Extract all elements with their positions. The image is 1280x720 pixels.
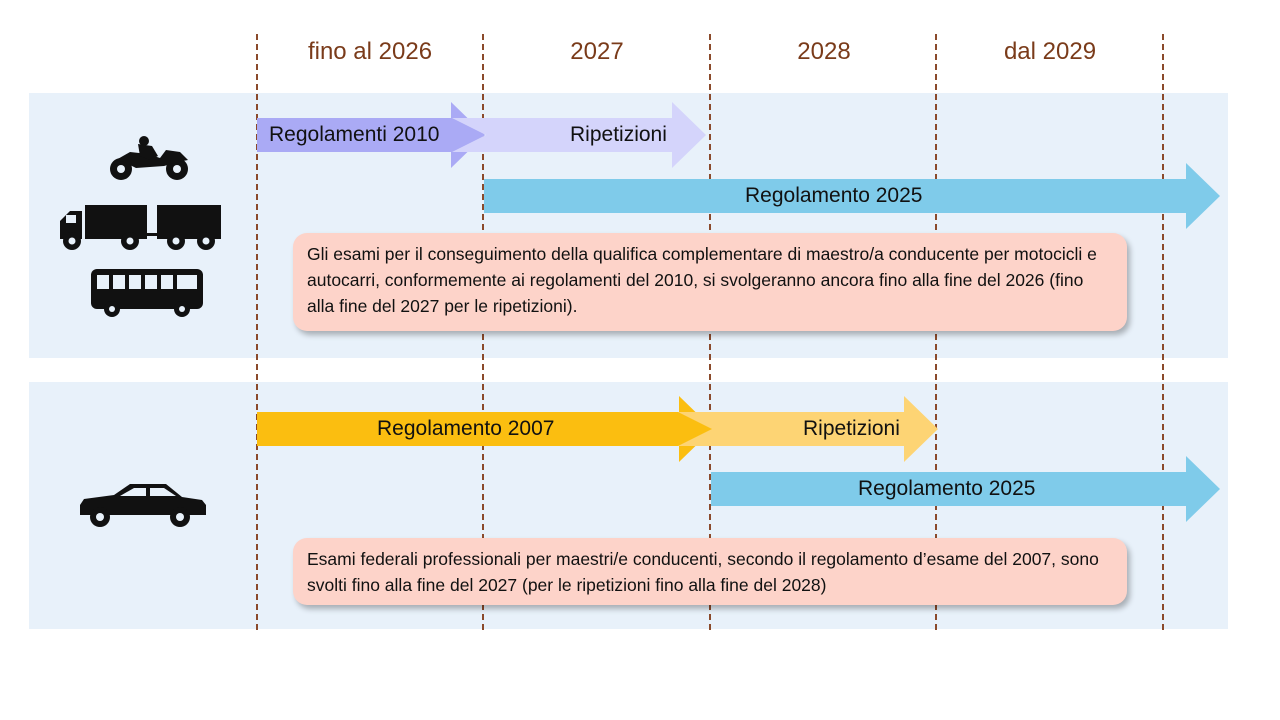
arrow-regolamento-2025-car: Regolamento 2025 xyxy=(711,456,1220,522)
column-header-from-2029: dal 2029 xyxy=(1003,38,1097,65)
arrow-label: Ripetizioni xyxy=(570,123,667,146)
bus-icon xyxy=(91,269,203,317)
arrow-ripetizioni-2027: Ripetizioni xyxy=(452,102,706,168)
note-car: Esami federali professionali per maestri… xyxy=(293,538,1127,605)
divider-line xyxy=(935,34,937,630)
arrow-label: Regolamento 2007 xyxy=(377,417,555,440)
arrow-label: Regolamento 2025 xyxy=(745,184,923,207)
arrow-regolamento-2025-heavy: Regolamento 2025 xyxy=(484,163,1220,229)
divider-line xyxy=(1162,34,1164,630)
car-icon xyxy=(80,484,206,527)
arrow-regolamento-2007: Regolamento 2007 xyxy=(257,396,713,462)
column-header-until-2026: fino al 2026 xyxy=(307,38,433,65)
divider-line xyxy=(256,34,258,630)
motorcycle-icon xyxy=(110,136,188,180)
divider-line xyxy=(709,34,711,630)
column-header-2027: 2027 xyxy=(570,38,624,65)
arrow-regolamenti-2010: Regolamenti 2010 xyxy=(257,102,485,168)
divider-line xyxy=(482,34,484,630)
arrow-label: Ripetizioni xyxy=(803,417,900,440)
arrow-label: Regolamento 2025 xyxy=(858,477,1036,500)
arrow-ripetizioni-2028: Ripetizioni xyxy=(678,396,938,462)
note-heavy-vehicles: Gli esami per il conseguimento della qua… xyxy=(293,233,1127,331)
column-header-2028: 2028 xyxy=(797,38,851,65)
truck-trailer-icon xyxy=(60,205,221,250)
arrow-label: Regolamenti 2010 xyxy=(269,123,440,146)
